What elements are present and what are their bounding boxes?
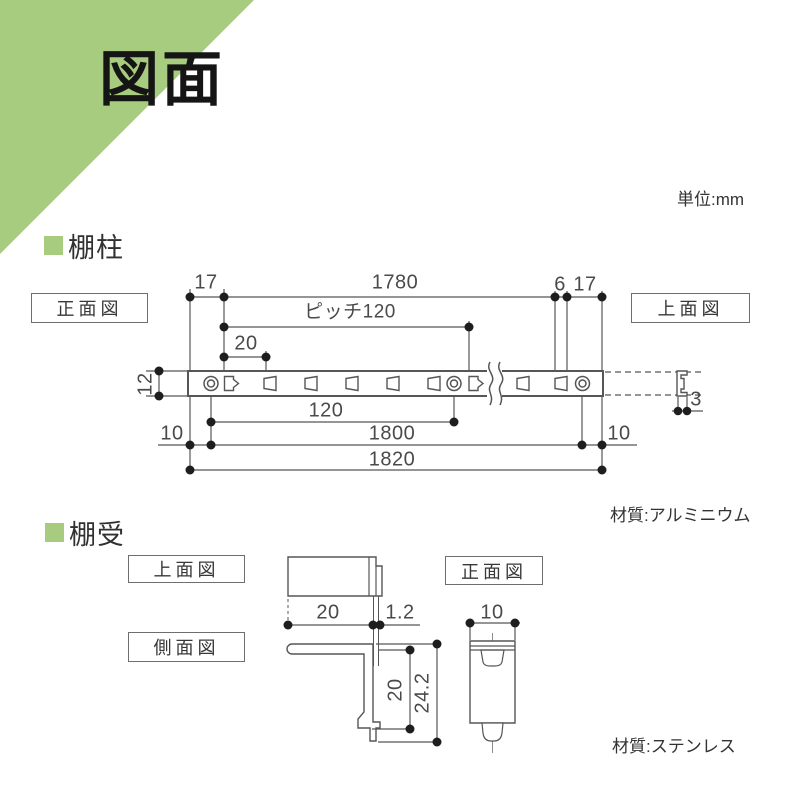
dim-pitch-120: ピッチ120 bbox=[304, 301, 396, 323]
channel-profile bbox=[677, 371, 687, 396]
hook-tab-bottom bbox=[482, 723, 503, 741]
bracket-top-view-drawing bbox=[283, 557, 421, 666]
bracket-top-view-labelbox: 上面図 bbox=[128, 555, 245, 583]
dim-20: 20 bbox=[234, 332, 258, 355]
bracket-front-view-labelbox: 正面図 bbox=[445, 556, 543, 585]
column-front-view-drawing bbox=[188, 362, 603, 405]
dim-3: 3 bbox=[690, 388, 702, 411]
green-square-bullet bbox=[44, 236, 63, 255]
bracket-material: 材質:ステンレス bbox=[612, 737, 736, 756]
section-heading-bracket: 棚受 bbox=[45, 513, 125, 552]
dim-1800: 1800 bbox=[368, 422, 416, 445]
bracket-side-view-labelbox: 側面図 bbox=[128, 632, 245, 662]
bracket-front-view-drawing bbox=[465, 618, 521, 754]
column-front-view-labelbox: 正面図 bbox=[31, 293, 148, 323]
dim-bracket-20-top: 20 bbox=[316, 601, 340, 624]
dim-bracket-1-2: 1.2 bbox=[385, 601, 415, 624]
green-square-bullet bbox=[45, 523, 64, 542]
dim-120: 120 bbox=[308, 399, 344, 422]
dim-10-right: 10 bbox=[607, 422, 631, 445]
keyhole-slots bbox=[225, 377, 484, 391]
dim-12: 12 bbox=[134, 372, 157, 396]
break-mark bbox=[487, 362, 503, 405]
dim-17-right: 17 bbox=[573, 273, 597, 296]
column-top-view-drawing bbox=[605, 371, 703, 416]
dim-bracket-20-side: 20 bbox=[384, 678, 407, 702]
dim-10-left: 10 bbox=[160, 422, 184, 445]
dim-6: 6 bbox=[554, 273, 566, 296]
bracket-side-view-drawing bbox=[287, 639, 442, 747]
dim-17-left: 17 bbox=[194, 271, 218, 294]
column-top-view-labelbox: 上面図 bbox=[631, 293, 750, 323]
column-material: 材質:アルミニウム bbox=[610, 506, 751, 525]
section-heading-column: 棚柱 bbox=[44, 226, 124, 265]
square-slots bbox=[264, 377, 567, 391]
dim-bracket-24-2: 24.2 bbox=[411, 672, 434, 714]
page-title: 図面 bbox=[99, 46, 225, 113]
dim-bracket-10: 10 bbox=[480, 601, 504, 624]
column-dimension-dots bbox=[154, 292, 607, 475]
column-extension-lines bbox=[146, 289, 637, 474]
dim-1780: 1780 bbox=[371, 271, 419, 294]
unit-label: 単位:mm bbox=[677, 190, 745, 209]
dim-1820: 1820 bbox=[368, 448, 416, 471]
punched-tab-top bbox=[481, 650, 504, 666]
